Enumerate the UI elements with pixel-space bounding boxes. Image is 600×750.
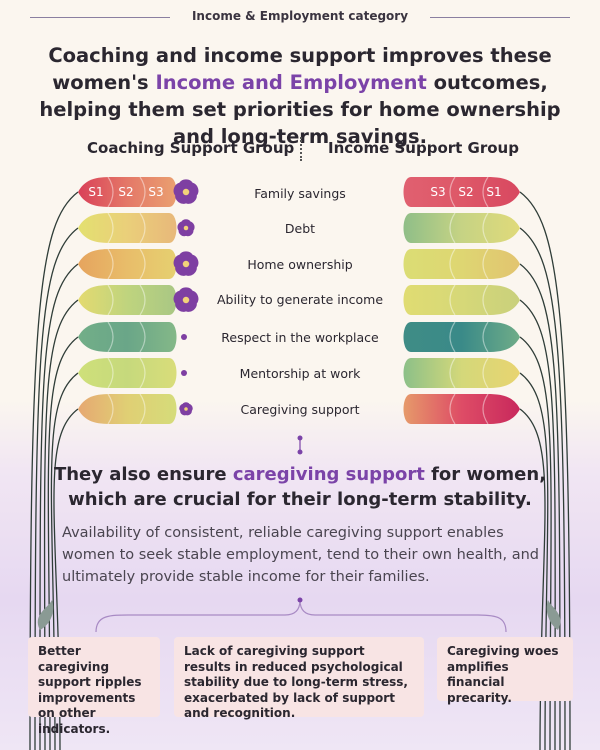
stem-right-0 <box>519 191 571 750</box>
leaf-right-caregiving-support <box>403 394 520 424</box>
stem-right-2 <box>519 263 561 750</box>
card-better-caregiving: Better caregiving support ripples improv… <box>28 637 160 736</box>
leaf-left-divider-ability-to-generate-income-0 <box>107 284 114 316</box>
leaf-right-respect-in-the-workplace <box>403 322 520 352</box>
flower-home-ownership <box>173 251 199 276</box>
leaf-right-debt <box>403 213 520 243</box>
caregiving-paragraph: Availability of consistent, reliable car… <box>62 525 539 585</box>
headline-highlight: Income and Employment <box>155 71 427 94</box>
stage-label-right-s2: S2 <box>458 185 473 199</box>
leaf-right-divider-ability-to-generate-income-0 <box>449 284 456 316</box>
flower-mentorship-at-work <box>181 370 187 376</box>
stage-label-right-s1: S1 <box>486 185 501 199</box>
leaf-right-home-ownership <box>403 249 520 279</box>
row-label-debt: Debt <box>284 221 316 236</box>
sub-headline: They also ensure caregiving support for … <box>40 462 560 512</box>
leaf-right-divider-home-ownership-0 <box>449 248 456 280</box>
group-divider <box>300 137 304 161</box>
leaf-left-divider-ability-to-generate-income-1 <box>139 284 146 316</box>
leaf-left-divider-mentorship-at-work-0 <box>107 357 114 389</box>
leaf-left-divider-home-ownership-1 <box>139 248 146 280</box>
group-label-coaching: Coaching Support Group <box>87 139 295 157</box>
category-rule-left <box>30 17 170 18</box>
leaf-right-divider-mentorship-at-work-0 <box>449 357 456 389</box>
leaf-right-divider-caregiving-support-1 <box>482 393 489 425</box>
row-label-home-ownership: Home ownership <box>247 257 353 272</box>
headline: Coaching and income support improves the… <box>30 42 570 150</box>
leaf-left-divider-respect-in-the-workplace-1 <box>139 321 146 353</box>
row-label-respect-in-the-workplace: Respect in the workplace <box>221 330 379 345</box>
leaf-right-divider-respect-in-the-workplace-0 <box>449 321 456 353</box>
leaf-left-divider-debt-1 <box>139 212 146 244</box>
leaf-left-divider-family-savings-0 <box>107 176 114 208</box>
category-tag: Income & Employment category <box>191 9 409 23</box>
leaf-right-divider-caregiving-support-0 <box>449 393 456 425</box>
row-label-family-savings: Family savings <box>254 186 346 201</box>
headline-part2: outcomes, helping them set priorities fo… <box>39 71 561 148</box>
side-leaf-left <box>37 600 54 630</box>
stage-label-left-s3: S3 <box>148 185 163 199</box>
stem-left-0 <box>29 191 79 750</box>
leaf-left-divider-debt-0 <box>107 212 114 244</box>
leaf-left-family-savings <box>78 177 177 207</box>
card-caregiving-woes: Caregiving woes amplifies financial prec… <box>437 637 573 705</box>
leaf-right-divider-family-savings-0 <box>449 176 456 208</box>
flower-debt <box>177 219 195 237</box>
category-rule-right <box>430 17 570 18</box>
sub-headline-part2: for women, which are crucial for their l… <box>68 464 547 510</box>
leaf-left-divider-caregiving-support-1 <box>139 393 146 425</box>
leaf-left-caregiving-support <box>78 394 177 424</box>
stage-label-left-s1: S1 <box>88 185 103 199</box>
leaf-right-divider-home-ownership-1 <box>482 248 489 280</box>
connector-dot-top <box>297 435 303 441</box>
stem-right-1 <box>519 227 566 750</box>
stem-left-2 <box>39 263 79 750</box>
side-leaf-right <box>546 600 561 630</box>
flower-respect-in-the-workplace <box>181 334 187 340</box>
stage-label-right-s3: S3 <box>430 185 445 199</box>
brace-dot <box>297 597 303 603</box>
leaf-right-ability-to-generate-income <box>403 285 520 315</box>
leaf-left-divider-respect-in-the-workplace-0 <box>107 321 114 353</box>
leaf-right-divider-respect-in-the-workplace-1 <box>482 321 489 353</box>
leaf-left-home-ownership <box>78 249 177 279</box>
leaf-left-divider-home-ownership-0 <box>107 248 114 280</box>
connector-dot-bottom <box>297 449 303 455</box>
leaf-left-divider-mentorship-at-work-1 <box>139 357 146 389</box>
leaf-left-debt <box>78 213 177 243</box>
leaf-right-mentorship-at-work <box>403 358 520 388</box>
headline-part1: Coaching and income support improves the… <box>48 44 552 94</box>
sub-headline-part1: They also ensure <box>53 464 227 485</box>
leaf-right-divider-ability-to-generate-income-1 <box>482 284 489 316</box>
flower-ability-to-generate-income <box>173 287 199 312</box>
leaf-left-divider-caregiving-support-0 <box>107 393 114 425</box>
group-label-income: Income Support Group <box>328 139 519 157</box>
flower-caregiving-support <box>179 402 193 416</box>
stem-left-1 <box>34 227 79 750</box>
leaf-right-divider-mentorship-at-work-1 <box>482 357 489 389</box>
stage-label-left-s2: S2 <box>118 185 133 199</box>
row-label-mentorship-at-work: Mentorship at work <box>239 366 361 381</box>
leaf-right-family-savings <box>403 177 520 207</box>
leaf-left-divider-family-savings-1 <box>139 176 146 208</box>
row-label-caregiving-support: Caregiving support <box>240 402 360 417</box>
leaf-left-ability-to-generate-income <box>78 285 177 315</box>
flower-family-savings <box>173 179 199 204</box>
leaf-right-divider-family-savings-1 <box>482 176 489 208</box>
leaf-left-respect-in-the-workplace <box>78 322 177 352</box>
card-lack-of-caregiving: Lack of caregiving support results in re… <box>174 637 424 720</box>
stem-right-3 <box>519 299 556 750</box>
cards-brace <box>95 599 507 633</box>
leaf-right-divider-debt-0 <box>449 212 456 244</box>
row-label-ability-to-generate-income: Ability to generate income <box>216 292 384 307</box>
sub-headline-highlight: caregiving support <box>232 464 425 485</box>
leaf-left-mentorship-at-work <box>78 358 177 388</box>
stem-left-3 <box>43 299 79 750</box>
leaf-right-divider-debt-1 <box>482 212 489 244</box>
